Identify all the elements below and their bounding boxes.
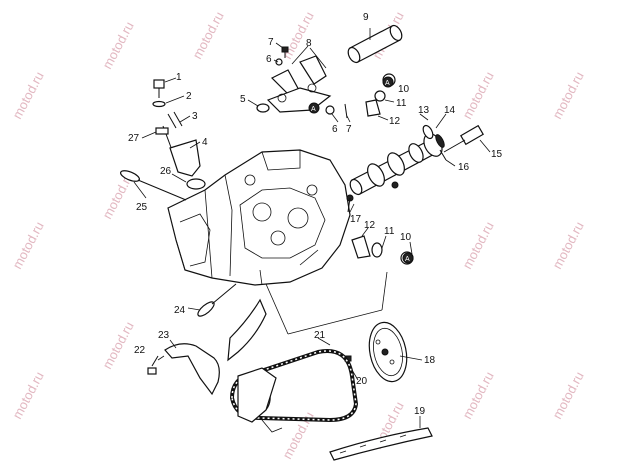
callout-2: 2 bbox=[186, 91, 192, 102]
callout-25: 25 bbox=[136, 202, 148, 213]
callout-22: 22 bbox=[134, 345, 146, 356]
bolt-7-mid bbox=[344, 103, 348, 119]
chain-blade-teeth bbox=[339, 434, 407, 454]
marker-a-upper: A bbox=[308, 102, 320, 114]
callout-21: 21 bbox=[314, 330, 326, 341]
callout-10-top: 10 bbox=[398, 84, 410, 95]
callout-26: 26 bbox=[160, 166, 172, 177]
watermark-text: motod.ru bbox=[99, 319, 136, 371]
callout-8: 8 bbox=[306, 38, 312, 49]
watermark-text: motod.ru bbox=[549, 219, 586, 271]
callout-labels: 1 2 3 4 5 6 6 7 7 8 9 10 10 11 11 12 12 … bbox=[128, 12, 503, 417]
thrust-ring-13 bbox=[422, 124, 434, 140]
watermark-text: motod.ru bbox=[549, 369, 586, 421]
bolt-3 bbox=[167, 111, 183, 129]
crank-sprocket bbox=[237, 367, 283, 433]
chain-guide-23 bbox=[164, 298, 267, 396]
marker-a-right: A bbox=[382, 76, 394, 88]
callout-9: 9 bbox=[363, 12, 369, 23]
marker-a-label: A bbox=[405, 256, 410, 263]
leader-lines bbox=[133, 28, 491, 428]
valve-24 bbox=[197, 283, 237, 317]
callout-6-top: 6 bbox=[266, 54, 272, 65]
watermark-text: motod.ru bbox=[9, 219, 46, 271]
watermark-text: motod.ru bbox=[459, 69, 496, 121]
callout-3: 3 bbox=[192, 111, 198, 122]
bolt-17 bbox=[346, 194, 354, 213]
nut-6-top bbox=[275, 58, 283, 66]
callout-27: 27 bbox=[128, 133, 140, 144]
gasket-26 bbox=[186, 178, 206, 190]
tensioner-15 bbox=[443, 124, 484, 153]
callout-13: 13 bbox=[418, 105, 430, 116]
adjuster-5 bbox=[256, 103, 270, 113]
callout-6-mid: 6 bbox=[332, 124, 338, 135]
sprocket-12-top bbox=[365, 99, 381, 117]
callout-23: 23 bbox=[158, 330, 170, 341]
callout-20: 20 bbox=[356, 376, 368, 387]
sprocket-12-low bbox=[351, 235, 371, 259]
bolt-1 bbox=[153, 79, 165, 98]
callout-11-low: 11 bbox=[384, 226, 395, 237]
bolt-camshaft-end bbox=[391, 181, 399, 189]
callout-10-low: 10 bbox=[400, 232, 412, 243]
valve-25 bbox=[120, 170, 187, 201]
watermark-text: motod.ru bbox=[189, 9, 226, 61]
watermark-text: motod.ru bbox=[9, 369, 46, 421]
rocker-shaft-tube bbox=[347, 24, 403, 64]
chain-blade-19 bbox=[329, 427, 433, 461]
watermark-text: motod.ru bbox=[99, 19, 136, 71]
callout-7-mid: 7 bbox=[346, 124, 352, 135]
watermark-text: motod.ru bbox=[459, 219, 496, 271]
washer-11-top bbox=[374, 90, 386, 102]
bracket-4 bbox=[169, 139, 201, 177]
cam-sprocket-18 bbox=[368, 321, 408, 383]
washer-11-low bbox=[371, 242, 383, 258]
callout-4: 4 bbox=[202, 137, 208, 148]
washer-2 bbox=[152, 100, 166, 108]
callout-14: 14 bbox=[444, 105, 456, 116]
marker-a-label: A bbox=[385, 80, 390, 87]
callout-18: 18 bbox=[424, 355, 436, 366]
callout-1: 1 bbox=[176, 72, 182, 83]
callout-7-top: 7 bbox=[268, 37, 274, 48]
nut-6-mid bbox=[325, 105, 335, 115]
callout-15: 15 bbox=[491, 149, 503, 160]
stud-27 bbox=[155, 125, 173, 151]
watermark-text: motod.ru bbox=[459, 369, 496, 421]
callout-11-top: 11 bbox=[396, 98, 407, 109]
pin-16 bbox=[439, 149, 447, 161]
cylinder-head bbox=[167, 149, 351, 286]
bolt-7-top bbox=[281, 46, 289, 58]
watermark-text: motod.ru bbox=[9, 69, 46, 121]
marker-a-lower: A bbox=[402, 252, 414, 264]
callout-24: 24 bbox=[174, 305, 186, 316]
bolt-22 bbox=[147, 355, 159, 375]
callout-19: 19 bbox=[414, 406, 426, 417]
callout-12-low: 12 bbox=[364, 220, 376, 231]
marker-a-label: A bbox=[311, 106, 316, 113]
watermark-text: motod.ru bbox=[549, 69, 586, 121]
camshaft bbox=[349, 133, 445, 196]
callout-17: 17 bbox=[350, 214, 362, 225]
grouping-bracket bbox=[265, 271, 388, 346]
callout-12-top: 12 bbox=[389, 116, 401, 127]
callout-16: 16 bbox=[458, 162, 470, 173]
callout-5: 5 bbox=[240, 94, 246, 105]
